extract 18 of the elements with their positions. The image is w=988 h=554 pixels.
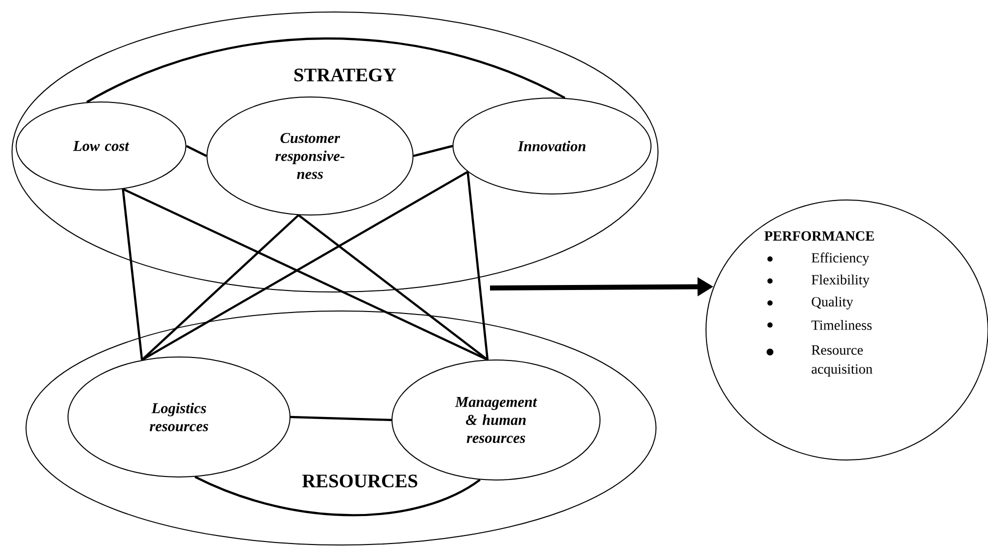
connector-line [141, 170, 468, 361]
connector-line [141, 214, 300, 361]
connector-line [298, 214, 488, 361]
heading: STRATEGY [294, 68, 396, 82]
connector-line [122, 188, 144, 360]
list-item: Quality [812, 296, 854, 310]
list-item: Timeliness [811, 320, 872, 330]
connector-line [290, 416, 392, 422]
list-item: Resource acquisition [812, 345, 872, 377]
list-item: Flexibility [812, 274, 870, 288]
connector-line [194, 476, 481, 516]
connector-line [122, 188, 488, 361]
connector-line [186, 145, 207, 157]
heading: PERFORMANCE [764, 231, 874, 241]
connector-line [86, 38, 566, 104]
list-item: Efficiency [812, 252, 870, 266]
connector-line [466, 172, 489, 360]
connector-line [413, 144, 453, 158]
